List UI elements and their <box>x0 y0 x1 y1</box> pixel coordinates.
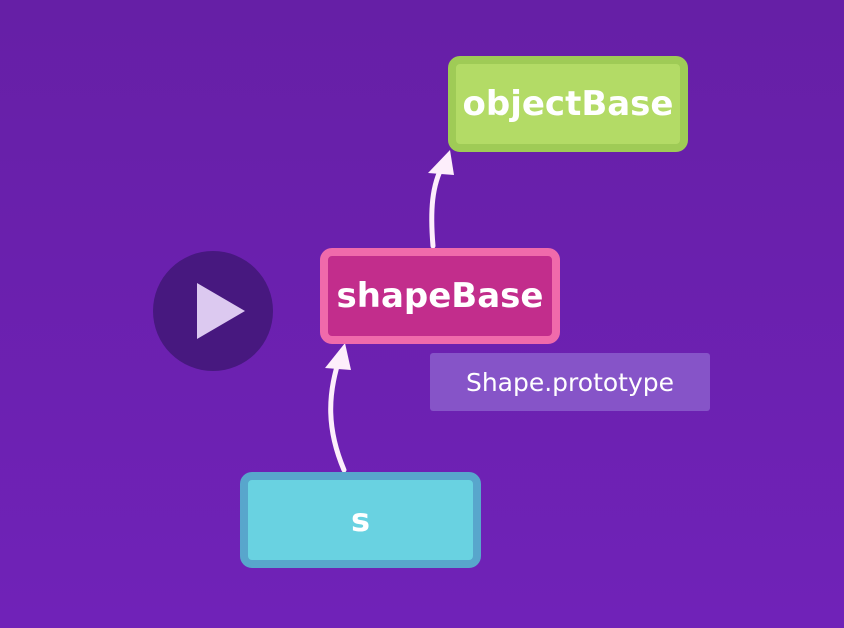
arrowhead-objectbase <box>428 150 454 175</box>
s-node: s <box>240 472 481 568</box>
prototype-label-text: Shape.prototype <box>465 367 675 397</box>
object-base-label: objectBase <box>462 84 674 124</box>
arrow-shapebase-to-objectbase <box>429 162 446 249</box>
arrow-s-to-shapebase <box>328 354 347 473</box>
prototype-label: Shape.prototype <box>430 353 710 411</box>
object-base-node: objectBase <box>448 56 688 152</box>
play-icon <box>197 283 245 339</box>
arrowhead-shapebase <box>325 343 351 370</box>
play-button[interactable] <box>153 251 273 371</box>
s-label: s <box>350 501 371 539</box>
shape-base-label: shapeBase <box>336 276 544 316</box>
shape-base-node: shapeBase <box>320 248 560 344</box>
